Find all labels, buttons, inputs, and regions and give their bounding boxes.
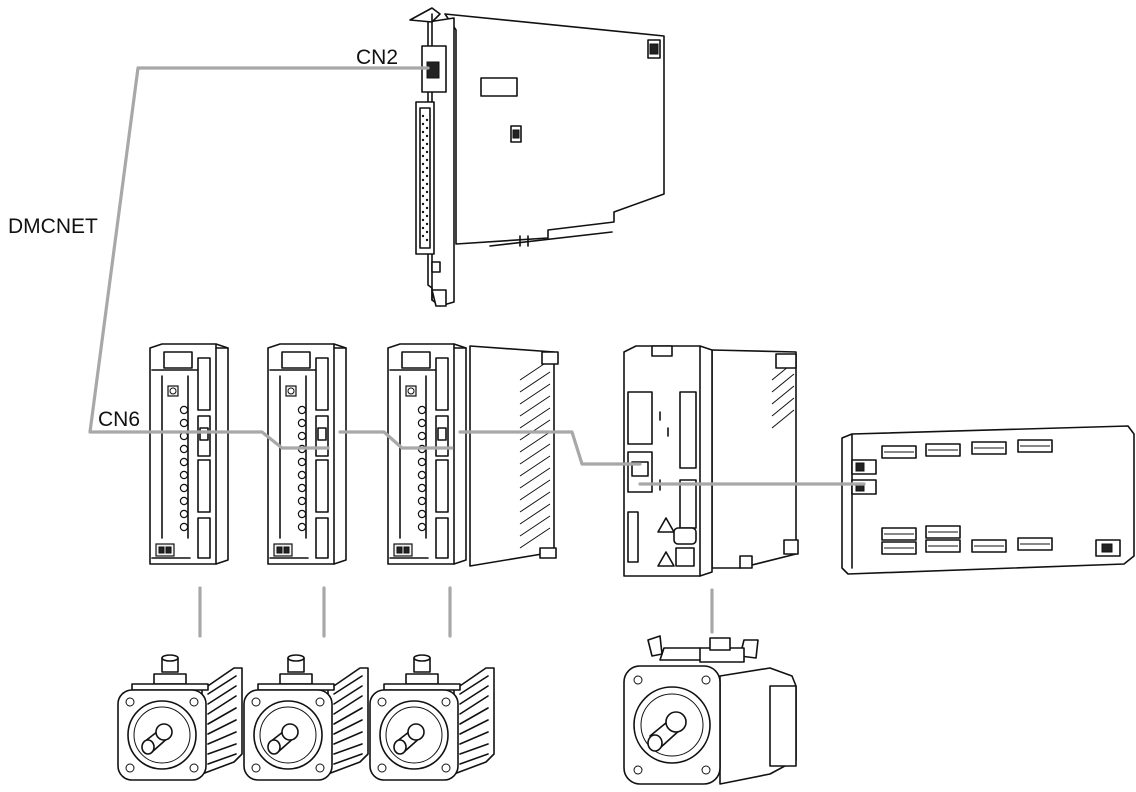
servo-motor-3 xyxy=(369,654,495,781)
remote-io-module xyxy=(841,425,1135,575)
label-cn6: CN6 xyxy=(98,408,141,431)
controller-module xyxy=(623,345,799,577)
pci-card xyxy=(409,7,665,307)
servo-drive-2 xyxy=(267,343,347,565)
servo-motor-4 xyxy=(623,635,797,785)
label-cn2: CN2 xyxy=(356,46,399,69)
servo-drive-3 xyxy=(387,343,559,567)
servo-drive-1 xyxy=(149,343,229,565)
label-dmcnet: DMCNET xyxy=(8,215,98,238)
servo-motor-2 xyxy=(243,654,369,781)
servo-motor-1 xyxy=(117,654,243,781)
dmcnet-cables xyxy=(88,66,866,638)
